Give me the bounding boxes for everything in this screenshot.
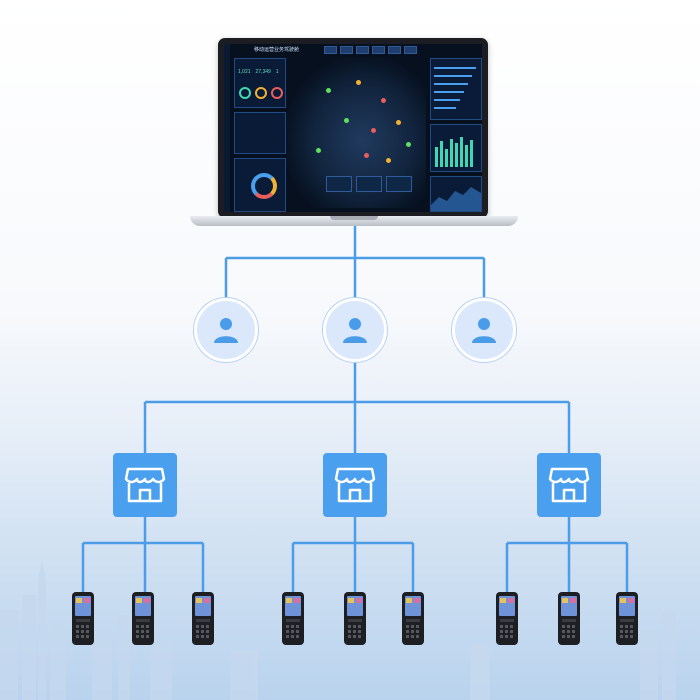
store-icon bbox=[548, 467, 590, 503]
handheld-terminal-3 bbox=[192, 592, 214, 645]
handheld-terminal-5 bbox=[344, 592, 366, 645]
handheld-terminal-8 bbox=[558, 592, 580, 645]
store-node-2 bbox=[323, 453, 387, 517]
dashboard-screen: 移动运营业务驾驶舱 1,021 27,349 1 bbox=[224, 44, 482, 212]
dashboard-sidebar bbox=[224, 44, 230, 212]
handheld-terminal-6 bbox=[402, 592, 424, 645]
store-node-3 bbox=[537, 453, 601, 517]
handheld-terminal-7 bbox=[496, 592, 518, 645]
dashboard-bar-panel bbox=[430, 124, 482, 172]
stat-value-2: 27,349 bbox=[255, 69, 271, 75]
stat-value-3: 1 bbox=[275, 69, 279, 75]
dashboard-list-panel bbox=[430, 58, 482, 120]
store-icon bbox=[124, 467, 166, 503]
handheld-terminal-4 bbox=[282, 592, 304, 645]
dashboard-area-panel bbox=[430, 176, 482, 212]
laptop-base bbox=[190, 216, 518, 226]
store-icon bbox=[334, 467, 376, 503]
dashboard-stats-panel: 1,021 27,349 1 bbox=[234, 58, 286, 108]
stat-value-1: 1,021 bbox=[238, 69, 251, 75]
dashboard-laptop: 移动运营业务驾驶舱 1,021 27,349 1 bbox=[218, 38, 488, 218]
user-node-1 bbox=[194, 298, 258, 362]
handheld-terminal-1 bbox=[72, 592, 94, 645]
user-icon bbox=[343, 318, 367, 343]
user-icon bbox=[472, 318, 496, 343]
store-node-1 bbox=[113, 453, 177, 517]
dashboard-map bbox=[286, 58, 426, 208]
dashboard-kpi-panel bbox=[234, 112, 286, 154]
user-node-3 bbox=[452, 298, 516, 362]
dashboard-title: 移动运营业务驾驶舱 bbox=[254, 47, 300, 53]
user-icon bbox=[214, 318, 238, 343]
handheld-terminal-2 bbox=[132, 592, 154, 645]
user-node-2 bbox=[323, 298, 387, 362]
laptop-notch bbox=[330, 216, 378, 220]
handheld-terminal-9 bbox=[616, 592, 638, 645]
dashboard-ring-panel bbox=[234, 158, 286, 212]
dashboard-tabs bbox=[324, 46, 417, 54]
